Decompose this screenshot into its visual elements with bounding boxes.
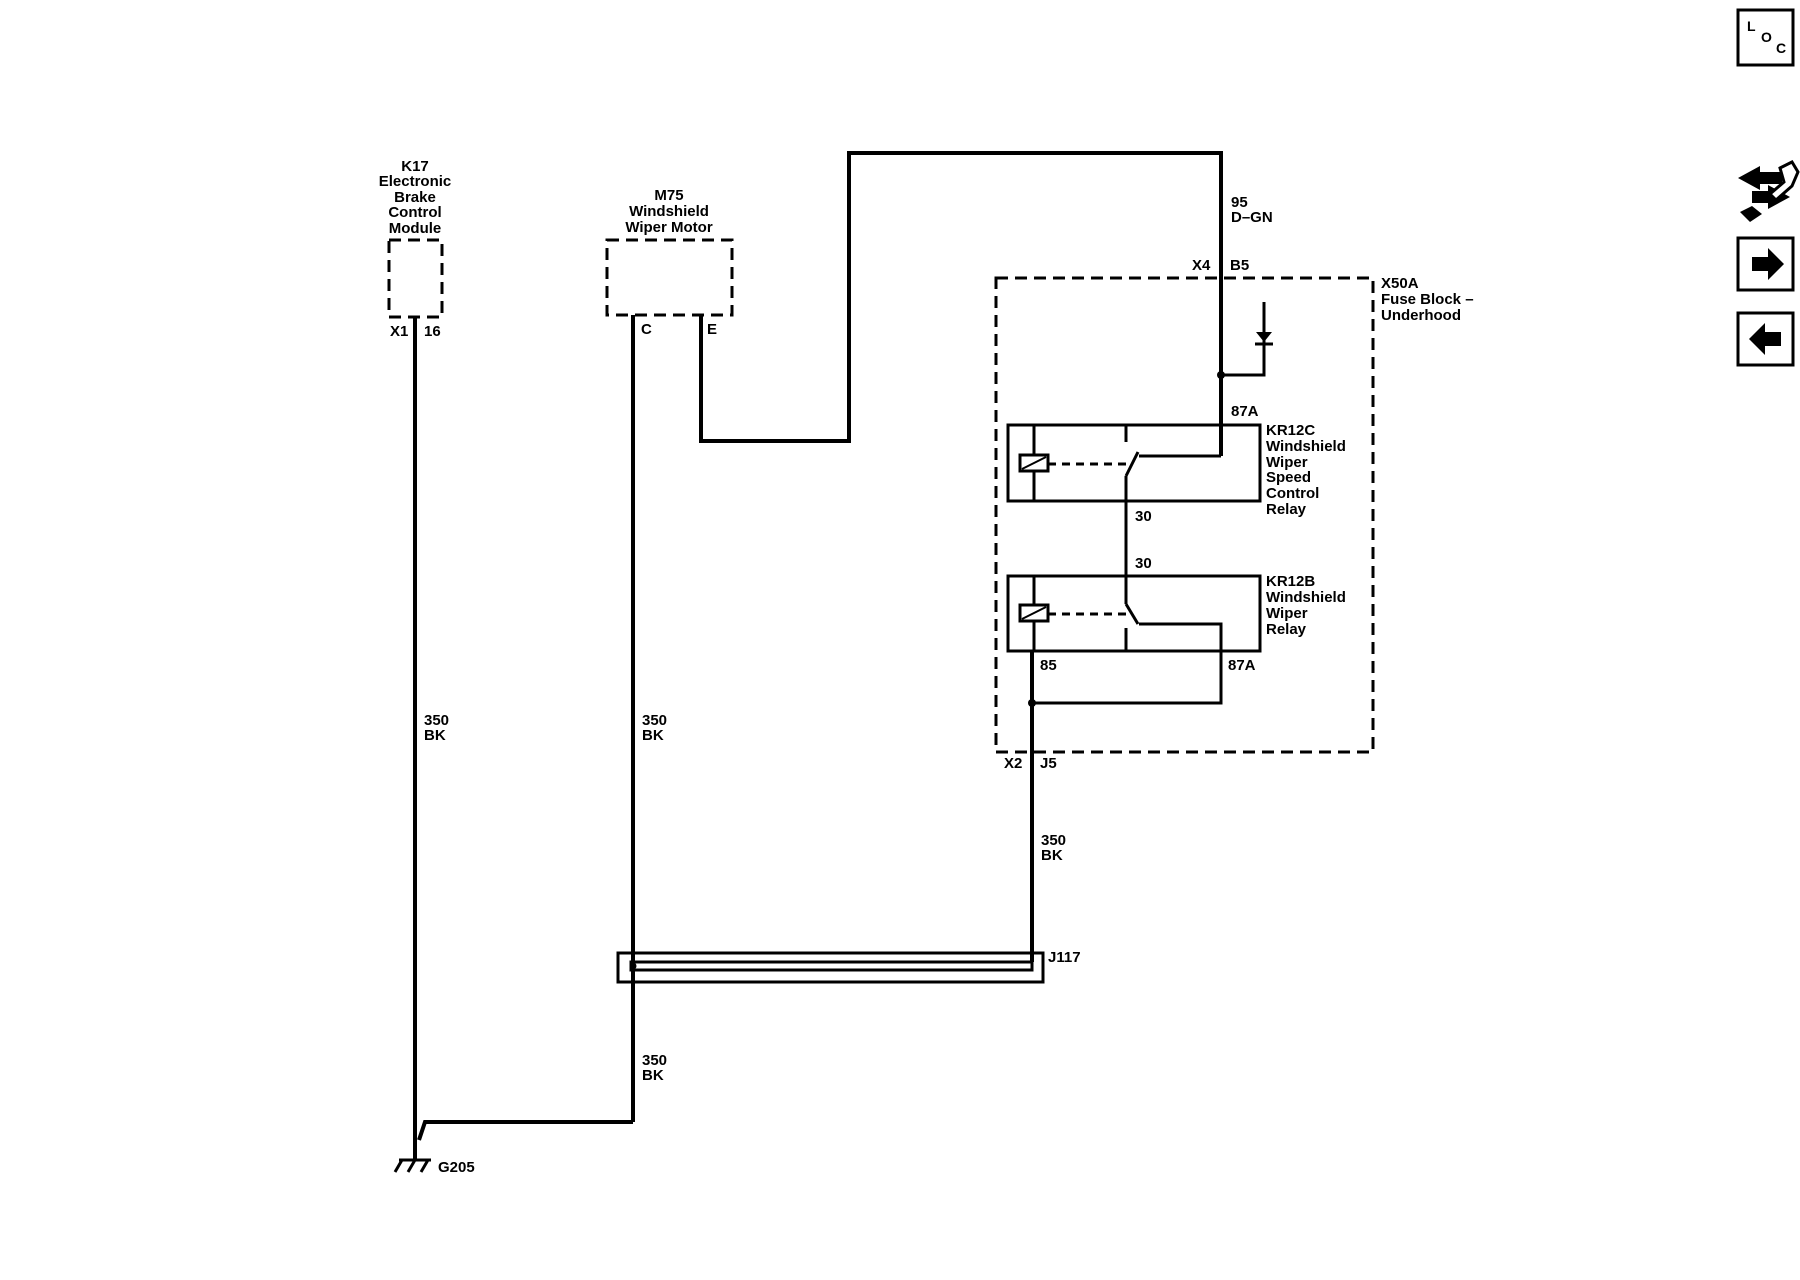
splice-wire-color: BK: [642, 1067, 664, 1084]
g205-label: G205: [438, 1159, 475, 1176]
k17-wire-color: BK: [424, 727, 446, 744]
kr12b-relay: 30 85 87A KR12B Windshield Wiper Relay: [1006, 555, 1346, 674]
loc-letter-o: O: [1761, 29, 1772, 45]
dgn-wire-color: D–GN: [1231, 209, 1273, 226]
wrench-arrows-icon: [1738, 160, 1800, 222]
m75-label-1: M75: [654, 187, 683, 204]
loc-letter-l: L: [1747, 18, 1756, 34]
dgn-wire-circuit: 95: [1231, 194, 1248, 211]
x50a-label-3: Underhood: [1381, 307, 1461, 324]
k17-pin-label: 16: [424, 323, 441, 340]
kr12c-label-1: KR12C: [1266, 422, 1315, 439]
kr12b-label-2: Windshield: [1266, 589, 1346, 606]
m75-wire-circuit: 350: [642, 712, 667, 729]
kr12b-coil-slash: [1021, 606, 1047, 620]
kr12b-pin-87a: 87A: [1228, 657, 1256, 674]
m75-label-3: Wiper Motor: [625, 219, 713, 236]
kr12b-contact-blade: [1124, 603, 1140, 625]
kr12c-pin-87a: 87A: [1231, 403, 1259, 420]
j117-splice-pack: J117: [616, 949, 1081, 984]
m75-pin-c-label: C: [641, 321, 652, 338]
m75-box: [605, 238, 734, 317]
kr12c-label-2: Windshield: [1266, 438, 1346, 455]
kr12c-label-6: Relay: [1266, 501, 1307, 518]
g205-ground: G205: [393, 1140, 475, 1176]
loc-letter-c: C: [1776, 40, 1786, 56]
kr12b-pin-85: 85: [1040, 657, 1057, 674]
k17-box: [387, 238, 444, 319]
m75-pin-e-label: E: [707, 321, 717, 338]
ground-join-wire: [417, 1120, 633, 1141]
kr12b-87a-inner-wire: [1139, 622, 1223, 651]
k17-label-5: Module: [389, 220, 442, 237]
kr12c-pin-30: 30: [1135, 508, 1152, 525]
kr12c-label-3: Wiper: [1266, 454, 1308, 471]
m75-motor: M75 Windshield Wiper Motor C E: [605, 187, 734, 338]
x50a-wire-color: BK: [1041, 847, 1063, 864]
m75-e-wire: [699, 151, 1223, 443]
diode-branch-wire: [1221, 302, 1266, 377]
splice-wire-circuit: 350: [642, 1052, 667, 1069]
kr12b-label-4: Relay: [1266, 621, 1307, 638]
kr12b-label-1: KR12B: [1266, 573, 1315, 590]
x50a-wire-circuit: 350: [1041, 832, 1066, 849]
j117-label: J117: [1048, 949, 1081, 966]
m75-wire-color: BK: [642, 727, 664, 744]
x50a-fuse-block: X50A Fuse Block – Underhood X4 B5 X2 J5 …: [994, 257, 1474, 772]
k17-connector-label: X1: [390, 323, 408, 340]
x50a-box: [994, 276, 1375, 754]
ground-tick-2: [406, 1159, 417, 1173]
kr12b-label-3: Wiper: [1266, 605, 1308, 622]
kr12c-label-4: Speed: [1266, 469, 1311, 486]
diode-icon: [1256, 332, 1272, 342]
kr12b-pin-30: 30: [1135, 555, 1152, 572]
kr12c-contact-blade: [1124, 451, 1140, 477]
ground-tick-1: [393, 1159, 404, 1173]
arrow-left-icon: [1749, 323, 1781, 355]
x50a-connector-x2: X2: [1004, 755, 1022, 772]
kr12c-box: [1006, 423, 1262, 503]
kr12c-relay: 87A 30 KR12C Windshield Wiper Speed Cont…: [1006, 403, 1346, 525]
wrench-arrows-button[interactable]: [1738, 160, 1800, 222]
x50a-label-2: Fuse Block –: [1381, 291, 1474, 308]
ground-tick-3: [419, 1159, 430, 1173]
k17-module: K17 Electronic Brake Control Module X1 1…: [379, 158, 452, 340]
x50a-pin-b5: B5: [1230, 257, 1249, 274]
k17-label-1: K17: [401, 158, 429, 175]
kr12b-box: [1006, 574, 1262, 653]
kr12c-coil-slash: [1021, 456, 1047, 470]
k17-label-2: Electronic: [379, 173, 452, 190]
j117-outer: [616, 951, 1045, 984]
back-button[interactable]: [1736, 311, 1795, 367]
forward-button[interactable]: [1736, 236, 1795, 292]
relay-85-87a-loop: [1032, 651, 1223, 705]
arrow-right-icon: [1752, 248, 1784, 280]
x50a-pin-j5: J5: [1040, 755, 1057, 772]
j117-bar: [629, 960, 1034, 972]
loc-button-frame: [1736, 8, 1795, 67]
loc-button[interactable]: L O C: [1736, 8, 1795, 67]
k17-label-4: Control: [388, 204, 441, 221]
x50a-connector-x4: X4: [1192, 257, 1211, 274]
kr12c-label-5: Control: [1266, 485, 1319, 502]
k17-wire-circuit: 350: [424, 712, 449, 729]
j117-left-dot: [629, 962, 637, 970]
k17-label-3: Brake: [394, 189, 436, 206]
m75-label-2: Windshield: [629, 203, 709, 220]
x50a-label-1: X50A: [1381, 275, 1419, 292]
